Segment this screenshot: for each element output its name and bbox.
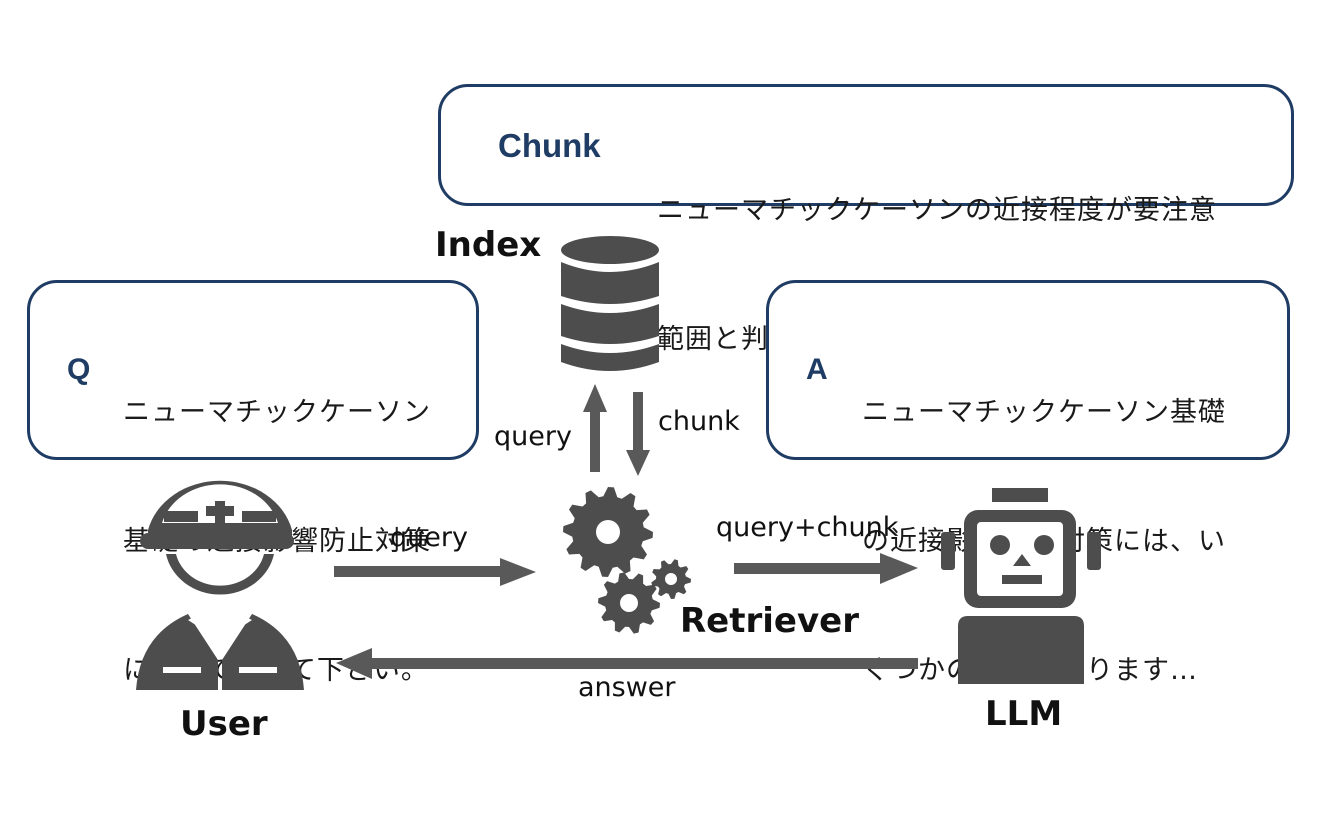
answer-line: ニューマチックケーソン基礎 [862, 397, 1226, 428]
chunk-label: Chunk [498, 127, 601, 164]
edge-label-index-chunk: chunk [658, 406, 740, 437]
arrow-user-to-retriever [334, 558, 536, 586]
gears-icon [563, 487, 691, 634]
gear-large [563, 487, 653, 577]
edge-label-query-chunk: query+chunk [716, 512, 899, 543]
answer-label: A [806, 353, 828, 386]
gear-medium [598, 572, 660, 634]
robot-icon [941, 488, 1101, 684]
arrow-llm-to-user [336, 648, 918, 679]
llm-label: LLM [985, 694, 1063, 734]
construction-worker-icon [136, 480, 304, 690]
question-label: Q [67, 353, 91, 386]
edge-label-user-query: query [390, 522, 468, 553]
index-label: Index [435, 225, 542, 265]
database-icon [561, 236, 659, 371]
edge-label-answer: answer [578, 672, 676, 703]
edge-label-index-query: query [494, 421, 572, 452]
gear-small [651, 559, 691, 599]
arrow-index-to-retriever [626, 392, 650, 476]
arrow-retriever-to-index [583, 384, 607, 472]
question-line: ニューマチックケーソン [123, 397, 431, 428]
chunk-line: ニューマチックケーソンの近接程度が要注意 [657, 195, 1217, 226]
user-label: User [180, 704, 268, 744]
arrow-retriever-to-llm [734, 553, 918, 584]
retriever-label: Retriever [680, 601, 859, 641]
